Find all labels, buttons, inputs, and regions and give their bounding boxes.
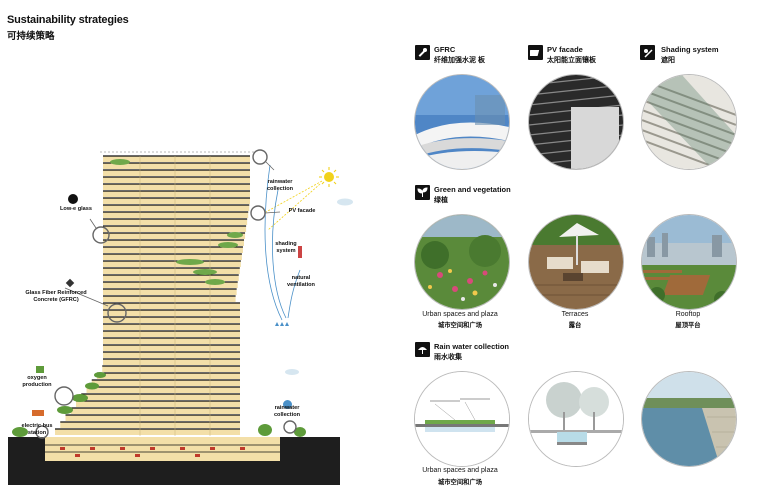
rain-item-1-cn: 城市空间和广场: [437, 479, 483, 486]
label-pv-facade: PV facade: [288, 208, 316, 214]
floor-plate: [103, 247, 243, 253]
rain-title-cn: 雨水收集: [434, 354, 462, 361]
floor-plate: [103, 317, 240, 323]
floor-plate: [65, 415, 240, 421]
label-oxygen-production: oxygen production: [22, 375, 52, 388]
floor-plate: [103, 191, 250, 197]
floor-plate: [103, 205, 250, 211]
floor-plate: [103, 184, 250, 190]
green-item-2-en: Terraces: [561, 311, 589, 318]
floor-plate: [103, 198, 250, 204]
floor-plate: [103, 296, 236, 302]
page-subtitle: 可持续策略: [7, 31, 55, 42]
pv-title-en: PV facade: [547, 45, 583, 54]
floor-plate: [103, 310, 240, 316]
green-item-3-en: Rooftop: [675, 311, 701, 318]
floor-plate: [103, 275, 239, 281]
rain-pond-photo: [641, 371, 737, 467]
label-shading-system: shading system: [275, 241, 297, 254]
rain-title-en: Rain water collection: [434, 342, 510, 351]
rainwater-bottom-marker: [283, 420, 297, 434]
umbrella-rain-icon: [415, 342, 430, 357]
green-item-2-cn: 露台: [568, 322, 582, 329]
floor-plate: [103, 352, 240, 358]
floor-plate: [76, 401, 240, 407]
urban-green-photo: [414, 214, 510, 310]
pv-title-cn: 太阳能立面镶板: [547, 57, 596, 64]
floor-plate: [60, 422, 240, 428]
bus-marker: [35, 425, 49, 439]
rain-urban-section-drawing: [414, 371, 510, 467]
floor-plate: [103, 170, 250, 176]
green-title-cn: 绿植: [434, 197, 448, 204]
pv-facade-marker: [250, 205, 266, 221]
gfrc-title-cn: 纤维加强水泥 板: [434, 57, 485, 64]
floor-plate: [103, 331, 240, 337]
gfrc-title-en: GFRC: [434, 45, 456, 54]
floor-plate: [55, 429, 240, 435]
floor-plate: [97, 373, 240, 379]
rain-garden-section-drawing: [528, 371, 624, 467]
floor-plate: [81, 394, 240, 400]
floor-plate: [91, 380, 240, 386]
floor-plate: [103, 289, 237, 295]
solar-panel-icon: [528, 45, 543, 60]
basement-cars: [60, 447, 245, 457]
building-section-diagram: [8, 149, 353, 485]
floor-plate: [103, 359, 240, 365]
sun-icon: [319, 167, 339, 187]
floor-plate: [103, 324, 240, 330]
callout-icons: [32, 194, 302, 416]
label-rainwater-top: rainwater collection: [266, 179, 294, 192]
cloud-icons: [285, 198, 353, 375]
floor-plate: [86, 387, 240, 393]
pv-facade-photo: [528, 74, 624, 170]
rain-item-1-en: Urban spaces and plaza: [422, 467, 498, 474]
shading-title-cn: 遮阳: [661, 57, 675, 64]
airflow-arrows: [264, 164, 301, 321]
shading-system-photo: [641, 74, 737, 170]
gfrc-photo: [414, 74, 510, 170]
green-item-1-cn: 城市空间和广场: [437, 322, 483, 329]
floor-plate: [103, 254, 242, 260]
page-title: Sustainability strategies: [7, 14, 129, 26]
floor-plate: [103, 268, 240, 274]
floor-plate: [103, 240, 244, 246]
green-item-3-cn: 屋顶平台: [675, 322, 701, 329]
floor-plate: [103, 177, 250, 183]
floor-plate: [103, 156, 250, 162]
tower-floors: [55, 155, 250, 436]
tool-icon: [415, 45, 430, 60]
floor-plate: [103, 338, 240, 344]
plant-icon: [415, 185, 430, 200]
terraces-photo: [528, 214, 624, 310]
sun-shade-icon: [640, 45, 655, 60]
podium-vegetation: [12, 372, 306, 437]
label-natural-ventilation: natural ventilation: [287, 275, 315, 288]
rooftop-photo: [641, 214, 737, 310]
label-low-e-glass: Low-e glass: [59, 206, 93, 212]
floor-plate: [103, 282, 238, 288]
green-item-1-en: Urban spaces and plaza: [422, 311, 498, 318]
label-electric-bus-station: electric bus station: [21, 423, 53, 436]
oxygen-marker: [54, 386, 74, 406]
rainwater-top-marker: [252, 149, 268, 165]
label-gfrc: Glass Fiber Reinforced Concrete (GFRC): [25, 290, 87, 303]
rain-drops: [275, 322, 289, 326]
floor-plate: [103, 261, 241, 267]
floor-plate: [103, 233, 246, 239]
floor-plate: [103, 345, 240, 351]
gfrc-marker: [107, 303, 127, 323]
floor-plate: [103, 303, 240, 309]
floor-plate: [103, 212, 249, 218]
green-title-en: Green and vegetation: [434, 185, 511, 194]
shading-title-en: Shading system: [661, 45, 719, 54]
floor-plate: [103, 163, 250, 169]
floor-plate: [70, 408, 240, 414]
floor-plate: [102, 366, 240, 372]
low-e-glass-marker: [92, 226, 110, 244]
facade-vegetation: [110, 159, 243, 285]
floor-plate: [103, 226, 247, 232]
label-rainwater-bottom: rainwater collection: [273, 405, 301, 418]
